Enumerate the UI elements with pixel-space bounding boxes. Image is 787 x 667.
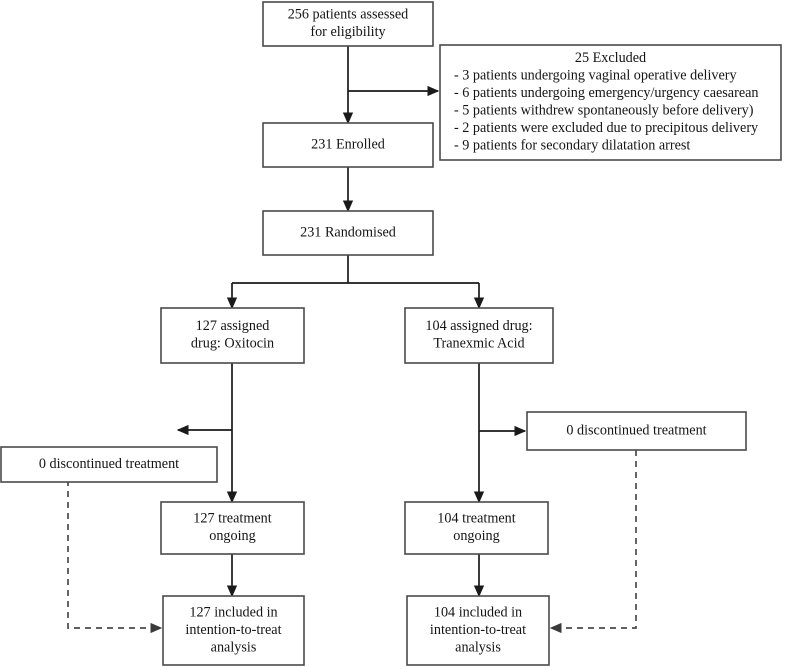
- node-text-excluded-line-0: 25 Excluded: [575, 50, 646, 66]
- node-box-enrolled: [262, 122, 434, 168]
- node-box-itt_left: [162, 595, 305, 666]
- node-text-ongoing_right-line-0: 104 treatment: [437, 511, 515, 527]
- node-text-ongoing_left-line-0: 127 treatment: [193, 511, 271, 527]
- connector-discontinued-right-dashed-to-itt: [549, 450, 637, 634]
- node-box-excluded: [439, 44, 782, 161]
- node-text-randomised-line-0: 231 Randomised: [300, 224, 396, 240]
- node-text-itt_right-line-0: 104 included in: [434, 604, 522, 620]
- node-box-discontinued_left: [0, 446, 218, 483]
- node-itt_left: 127 included in intention-to-treatanalysi…: [162, 595, 305, 666]
- node-excluded: 25 Excluded - 3 patients undergoing vagin…: [439, 44, 782, 161]
- node-discontinued_left: 0 discontinued treatment: [0, 446, 218, 483]
- node-text-discontinued_left-line-0: 0 discontinued treatment: [39, 456, 179, 472]
- node-text-itt_right-line-1: intention-to-treat: [430, 622, 526, 638]
- node-text-excluded-line-4: - 2 patients were excluded due to precip…: [454, 120, 759, 136]
- node-text-assigned_left-line-0: 127 assigned: [196, 318, 270, 334]
- node-text-itt_right-line-2: analysis: [455, 639, 501, 655]
- node-text-ongoing_right-line-1: ongoing: [453, 528, 500, 544]
- node-text-discontinued_right-line-0: 0 discontinued treatment: [566, 422, 706, 438]
- node-text-itt_left-line-1: intention-to-treat: [185, 622, 281, 638]
- node-randomised: 231 Randomised: [262, 210, 434, 256]
- node-box-assessed: [262, 1, 434, 47]
- node-box-discontinued_right: [526, 411, 747, 451]
- node-text-excluded-line-2: - 6 patients undergoing emergency/urgenc…: [454, 85, 759, 101]
- node-text-assessed-line-1: for eligibility: [310, 24, 386, 40]
- node-box-assigned_right: [404, 307, 554, 364]
- connector-layer: [67, 46, 637, 634]
- node-text-assigned_left-line-1: drug: Oxitocin: [191, 336, 274, 352]
- node-text-enrolled-line-0: 231 Enrolled: [311, 136, 385, 152]
- node-box-itt_right: [406, 595, 550, 666]
- node-assigned_right: 104 assigned drug: Tranexmic Acid: [404, 307, 554, 364]
- node-assigned_left: 127 assigned drug: Oxitocin: [160, 307, 305, 364]
- connector-discontinued-left-dashed-to-itt: [67, 447, 163, 634]
- node-itt_right: 104 included in intention-to-treatanalysi…: [406, 595, 550, 666]
- node-text-excluded-line-1: - 3 patients undergoing vaginal operativ…: [454, 68, 738, 84]
- node-box-ongoing_left: [160, 501, 305, 555]
- node-text-itt_left-line-2: analysis: [211, 639, 257, 655]
- node-text-excluded-line-3: - 5 patients withdrew spontaneously befo…: [454, 103, 754, 119]
- node-text-assigned_right-line-1: Tranexmic Acid: [433, 336, 524, 352]
- node-text-ongoing_left-line-1: ongoing: [209, 528, 256, 544]
- node-text-assessed-line-0: 256 patients assessed: [288, 7, 409, 23]
- node-discontinued_right: 0 discontinued treatment: [526, 411, 747, 451]
- node-enrolled: 231 Enrolled: [262, 122, 434, 168]
- node-box-randomised: [262, 210, 434, 256]
- node-box-assigned_left: [160, 307, 305, 364]
- node-text-itt_left-line-0: 127 included in: [189, 604, 277, 620]
- node-text-excluded-line-5: - 9 patients for secondary dilatation ar…: [454, 138, 690, 154]
- node-text-assigned_right-line-0: 104 assigned drug:: [425, 318, 532, 334]
- node-box-ongoing_right: [404, 501, 549, 555]
